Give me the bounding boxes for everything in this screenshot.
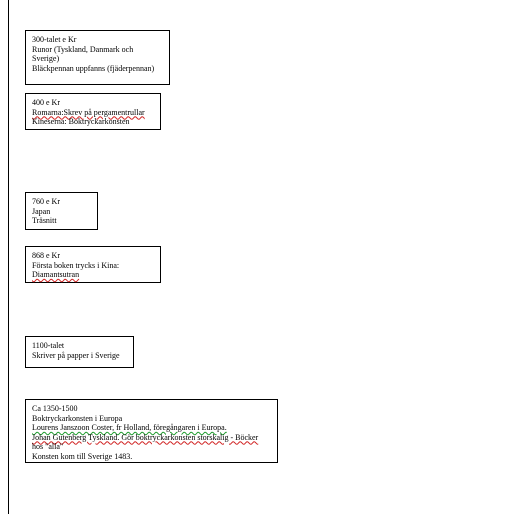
entry-date: 868 e Kr (32, 251, 60, 260)
timeline-box-1100: 1100-talet Skriver på papper i Sverige (25, 336, 134, 368)
timeline-box-400: 400 e Kr Romarna:Skrev på pergamentrulla… (25, 93, 161, 130)
entry-text: Lourens Janszoon Coster, fr Holland, för… (32, 423, 227, 432)
entry-text: hos "alla" (32, 442, 64, 451)
entry-text: Kineserna: Boktryckarkonsten (32, 117, 130, 126)
page-margin-line (8, 0, 9, 514)
entry-text: Sverige) (32, 54, 60, 63)
entry-text: Konsten kom till Sverige 1483. (32, 451, 133, 461)
entry-text: Skriver på papper i Sverige (32, 350, 120, 360)
entry-date: 300-talet e Kr (32, 35, 77, 44)
entry-text: Bläckpennan uppfanns (fjäderpennan) (32, 63, 155, 73)
entry-text: Boktryckarkonsten i Europa (32, 413, 123, 423)
timeline-box-760: 760 e Kr Japan Träsnitt (25, 192, 98, 230)
entry-text: Japan (32, 206, 51, 216)
entry-text: Första boken trycks i Kina: (32, 260, 120, 270)
entry-text: Johan Gutenberg Tyskland. Gör boktryckar… (32, 432, 259, 442)
timeline-box-300: 300-talet e Kr Runor (Tyskland, Danmark … (25, 30, 170, 85)
entry-date: 1100-talet (32, 341, 65, 350)
entry-date: 400 e Kr (32, 98, 60, 107)
timeline-box-868: 868 e Kr Första boken trycks i Kina: Dia… (25, 246, 161, 283)
entry-text: Träsnitt (32, 216, 57, 225)
entry-text: Romarna:Skrev på pergamentrullar (32, 107, 145, 117)
entry-date: 760 e Kr (32, 197, 60, 206)
entry-text: Diamantsutran (32, 270, 80, 279)
entry-date: Ca 1350-1500 (32, 404, 78, 413)
timeline-box-1350: Ca 1350-1500 Boktryckarkonsten i Europa … (25, 399, 278, 463)
entry-text: Runor (Tyskland, Danmark och (32, 44, 134, 54)
